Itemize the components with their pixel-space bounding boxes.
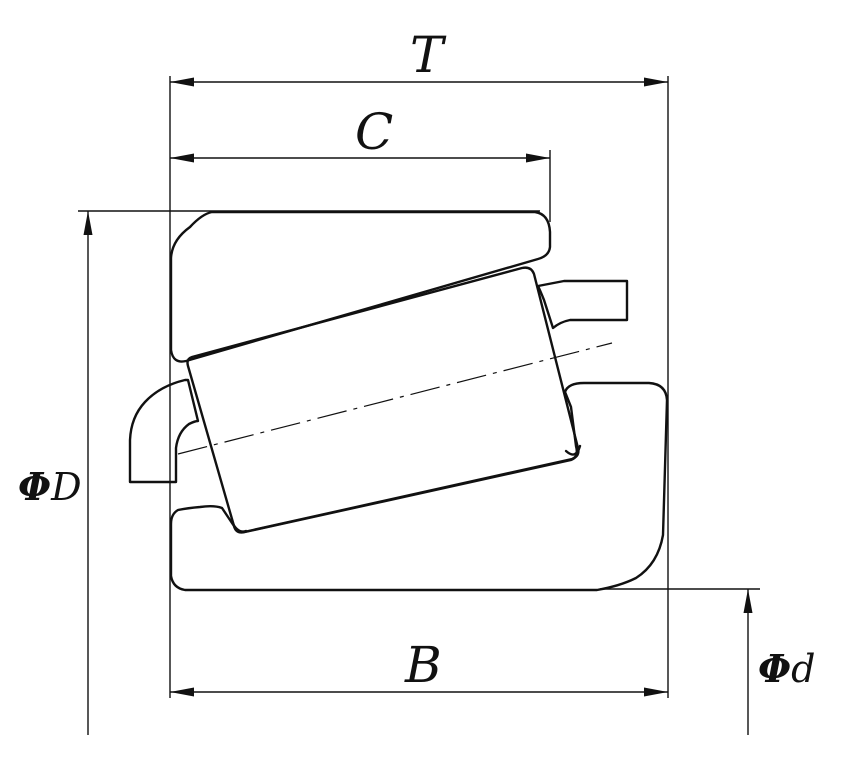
dimension-B-arrow-left	[170, 687, 194, 697]
label-d-phi: Φ	[758, 646, 791, 691]
dimension-T-arrow-left	[170, 77, 194, 87]
label-C: C	[355, 103, 393, 161]
cage-small-end	[128, 378, 200, 484]
dimension-lines	[78, 76, 760, 735]
dimension-C-arrow-left	[170, 153, 194, 163]
label-bore-diameter: Φd	[758, 646, 815, 691]
dimension-d-arrow	[743, 589, 753, 613]
roller-center-line	[177, 342, 613, 455]
dimension-T-arrow-right	[644, 77, 668, 87]
cage-large-end	[536, 279, 629, 330]
label-D-letter: D	[50, 465, 81, 509]
label-outer-diameter: ΦD	[18, 464, 82, 509]
roller-corner-fillet-right	[564, 444, 582, 456]
label-D-phi: Φ	[18, 464, 51, 509]
outer-ring	[169, 210, 552, 363]
tapered-roller	[186, 266, 580, 534]
dimension-B-arrow-right	[644, 687, 668, 697]
label-T: T	[410, 26, 447, 84]
dimension-labels: T C B ΦD Φd	[18, 26, 815, 694]
dimension-C-arrow-right	[526, 153, 550, 163]
label-d-letter: d	[791, 647, 815, 691]
label-B: B	[404, 636, 442, 694]
bearing-section	[128, 210, 669, 592]
dimension-D-arrow	[83, 211, 93, 235]
inner-ring	[169, 381, 669, 592]
